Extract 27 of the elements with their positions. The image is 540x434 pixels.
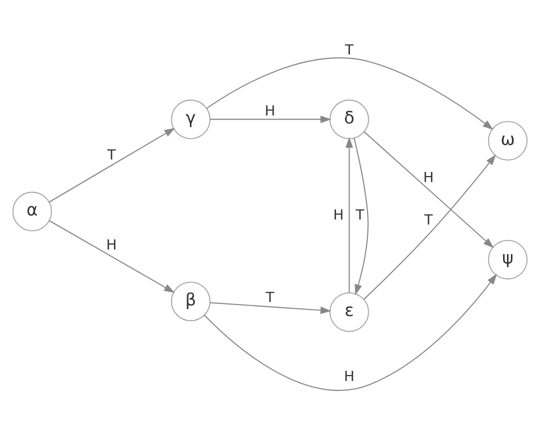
arrow — [210, 116, 332, 124]
node-circle: α — [12, 192, 52, 232]
arrow — [49, 220, 175, 293]
edge-label: H — [264, 103, 276, 120]
node-circle: ψ — [488, 240, 528, 280]
arrow — [364, 154, 496, 300]
edge-label: T — [424, 212, 433, 229]
node-circle: γ — [170, 100, 211, 140]
arrow — [364, 131, 494, 248]
arrow — [354, 138, 369, 296]
arrow — [204, 274, 497, 391]
edge-label: T — [356, 207, 364, 224]
edge-label: H — [333, 207, 344, 224]
edge-label: H — [106, 237, 117, 254]
node-circle: ε — [329, 292, 370, 332]
edge-label: H — [344, 369, 354, 386]
arrow — [48, 128, 176, 203]
edge-label: T — [107, 147, 116, 164]
arrow — [210, 302, 332, 314]
arrow — [206, 57, 494, 130]
edge-label: T — [345, 42, 354, 58]
node-circle: δ — [329, 100, 370, 140]
edge-label: H — [423, 170, 434, 186]
arrow — [346, 137, 354, 293]
node-circle: ω — [488, 120, 528, 161]
node-circle: β — [170, 282, 211, 322]
edge-label: T — [266, 290, 274, 306]
